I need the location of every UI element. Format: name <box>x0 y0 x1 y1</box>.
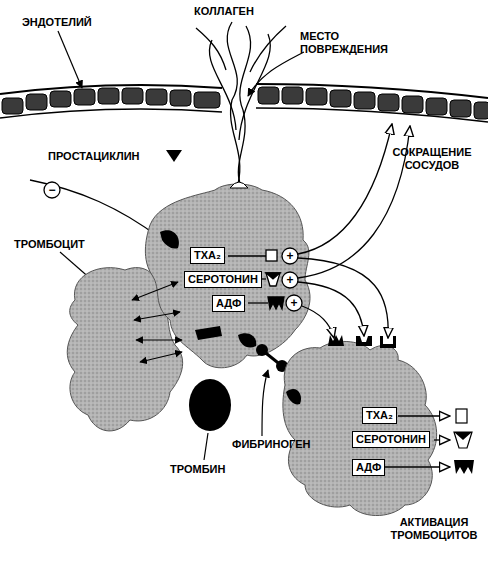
serotonin-symbol <box>266 273 280 286</box>
activation-arrow <box>298 124 392 254</box>
inhibition-arrow <box>30 180 160 238</box>
fibrinogen-rod <box>262 350 282 366</box>
mediator-box: TXA₂ <box>362 407 397 424</box>
endothelial-cell <box>74 89 95 105</box>
box-text: TXA₂ <box>194 249 221 262</box>
thrombin-leader <box>204 433 208 460</box>
platelet-activation-label: АКТИВАЦИЯ ТРОМБОЦИТОВ <box>386 516 482 542</box>
collagen-label: КОЛЛАГЕН <box>194 5 254 18</box>
receptor <box>238 333 256 347</box>
release-arrow <box>398 415 450 416</box>
prostacyclin-symbol <box>166 150 182 162</box>
mediator-box: СЕРОТОНИН <box>184 271 262 288</box>
receptor <box>286 389 301 404</box>
box-text: TXA₂ <box>366 409 393 422</box>
endothelial-cell <box>170 90 191 106</box>
fibrinogen-label: ФИБРИНОГЕН <box>232 438 310 451</box>
platelet-label: ТРОМБОЦИТ <box>14 238 85 251</box>
receptor <box>160 230 179 248</box>
fibrinogen-shape <box>256 344 288 372</box>
endothelial-cell <box>122 88 143 104</box>
serotonin-symbol-fill <box>266 273 280 279</box>
receptor <box>195 326 222 340</box>
platelet-activated <box>283 341 437 515</box>
prostacyclin-label: ПРОСТАЦИКЛИН <box>48 150 140 163</box>
minus-sign: − <box>44 183 60 197</box>
endothelial-cell <box>50 91 71 107</box>
collagen-fibre <box>238 26 250 184</box>
endothelial-cell <box>2 98 23 114</box>
link-line <box>248 302 268 303</box>
double-arrow <box>140 352 182 362</box>
release-arrow <box>382 466 450 467</box>
endothelial-cell <box>194 92 220 108</box>
serotonin-receptor <box>356 336 372 346</box>
endothelial-cell <box>354 92 375 109</box>
plus-circle <box>282 272 298 288</box>
txa2-receptor <box>380 336 396 348</box>
endothelial-cell <box>402 96 423 113</box>
mediator-box: АДФ <box>352 459 385 476</box>
mediator-box: СЕРОТОНИН <box>352 431 430 448</box>
txa2-symbol <box>266 250 277 261</box>
adp-symbol <box>454 460 474 474</box>
plus-sign: + <box>282 273 298 287</box>
damage-site-label: МЕСТО ПОВРЕЖДЕНИЯ <box>300 30 396 56</box>
plus-circle <box>286 295 302 311</box>
collagen-fibre <box>227 22 240 184</box>
endothelium-left <box>0 85 222 118</box>
double-arrow <box>132 282 178 300</box>
endothelial-cell <box>426 98 447 115</box>
collagen-contact <box>230 182 248 188</box>
mediator-box: TXA₂ <box>190 247 225 264</box>
double-arrow <box>136 339 182 340</box>
activation-arrow <box>302 306 334 338</box>
interaction-arrows <box>132 282 182 362</box>
inhibition-circle <box>44 182 60 198</box>
plus-circle <box>282 248 298 264</box>
serotonin-symbol <box>454 432 472 448</box>
endothelial-cell <box>450 100 471 117</box>
leader-line <box>58 31 82 88</box>
box-text: АДФ <box>216 297 241 310</box>
link-line <box>228 255 266 256</box>
link-line <box>262 278 266 279</box>
thrombin-label: ТРОМБИН <box>170 463 225 476</box>
collagen-fibre <box>196 28 226 70</box>
endothelial-cell <box>146 89 167 105</box>
collagen-fibre <box>209 40 236 130</box>
endothelial-cell <box>378 94 399 111</box>
double-arrow <box>134 312 180 320</box>
fibrinogen-leader <box>262 370 268 436</box>
box-text: СЕРОТОНИН <box>356 433 426 446</box>
leader-line <box>248 52 304 96</box>
adp-symbol <box>268 297 284 309</box>
endothelium-label: ЭНДОТЕЛИЙ <box>22 16 92 29</box>
endothelial-cell <box>26 94 47 110</box>
serotonin-symbol-fill <box>454 432 472 440</box>
vasoconstriction-label: СОКРАЩЕНИЕ СОСУДОВ <box>384 146 480 172</box>
endothelial-cell <box>282 87 303 104</box>
mediator-box: АДФ <box>212 295 245 312</box>
endothelial-cell <box>474 102 488 119</box>
activation-arrow <box>298 258 388 338</box>
adp-receptor <box>326 335 344 346</box>
plus-sign: + <box>282 249 298 263</box>
endothelial-cell <box>330 90 351 107</box>
box-text: АДФ <box>356 461 381 474</box>
endothelial-cell <box>98 88 119 104</box>
plus-sign: + <box>286 296 302 310</box>
endothelium-right <box>256 84 488 122</box>
box-text: СЕРОТОНИН <box>188 273 258 286</box>
release-arrow <box>434 439 450 440</box>
endothelial-cell <box>258 87 279 104</box>
collagen-fibres <box>196 22 286 184</box>
txa2-symbol <box>456 409 467 423</box>
thrombin-shape <box>189 379 231 431</box>
endothelial-cell <box>306 88 327 105</box>
